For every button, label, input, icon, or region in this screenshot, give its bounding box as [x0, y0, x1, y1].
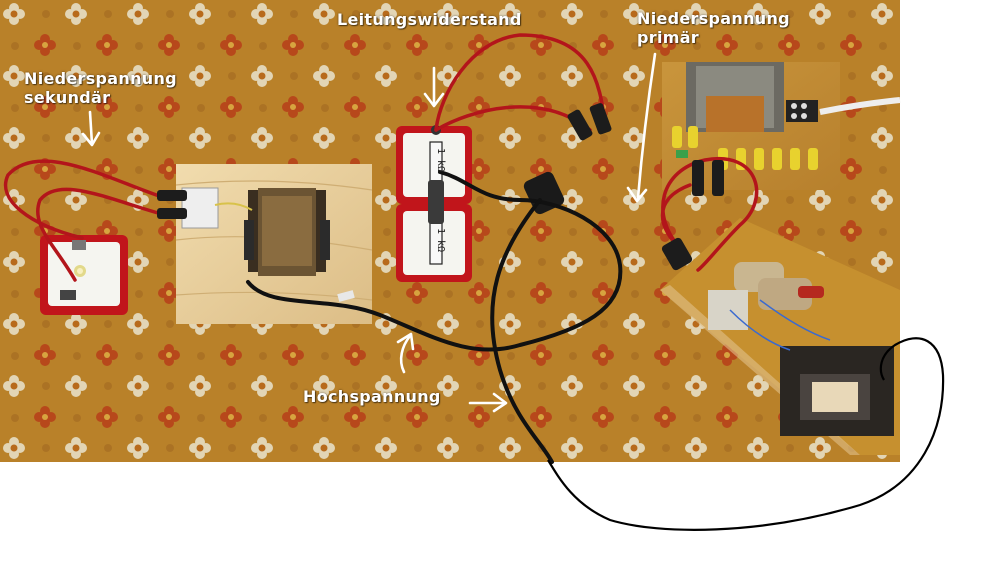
lamp-socket — [40, 235, 128, 315]
resistor-label-bottom: 1 kΩ — [435, 228, 446, 253]
high-voltage-board — [660, 218, 900, 455]
label-primary-line-2: primär — [637, 28, 699, 47]
plugs — [157, 103, 724, 271]
annotation-arrows — [81, 52, 657, 413]
black-wires — [246, 170, 623, 464]
label-high-voltage: Hochspannung — [303, 387, 441, 406]
label-primary-low-voltage: Niederspannung primär — [637, 9, 790, 47]
label-primary-line-1: Niederspannung — [637, 9, 790, 28]
drawn-wire-loop — [547, 337, 945, 531]
resistor-modules — [396, 125, 472, 282]
label-line-resistance: Leitungswiderstand — [337, 10, 522, 29]
resistor-label-top: 1 kΩ — [435, 148, 446, 173]
label-secondary-line-1: Niederspannung — [24, 69, 177, 88]
primary-board — [662, 62, 901, 190]
label-secondary-low-voltage: Niederspannung sekundär — [24, 69, 177, 107]
label-secondary-line-2: sekundär — [24, 88, 111, 107]
